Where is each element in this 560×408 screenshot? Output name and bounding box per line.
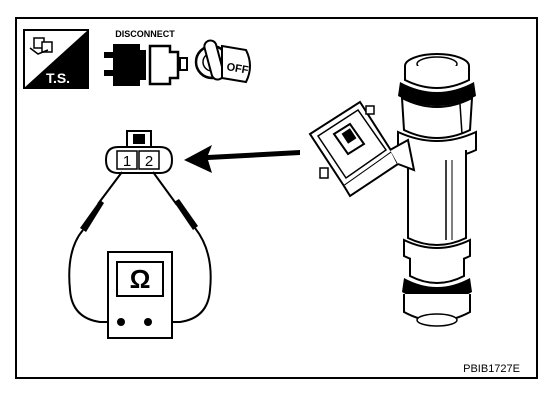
direction-arrow <box>184 145 300 173</box>
probe-left <box>68 171 123 323</box>
meter-terminal-right <box>144 318 152 326</box>
ts-icon: T.S. <box>23 29 89 89</box>
fuel-injector <box>308 53 477 327</box>
meter-terminal-left <box>117 318 125 326</box>
ignition-off-icon: OFF <box>194 39 251 84</box>
ohmmeter: Ω <box>107 251 173 339</box>
ignition-off-label: OFF <box>226 61 250 77</box>
disconnect-label: DISCONNECT <box>115 29 175 39</box>
terminal-2-label: 2 <box>145 153 153 170</box>
injector-connector <box>308 100 416 198</box>
ts-badge-label: T.S. <box>46 70 70 86</box>
figure-code: PBIB1727E <box>463 363 520 375</box>
disconnect-icon: DISCONNECT <box>104 29 188 86</box>
ohm-symbol: Ω <box>130 264 151 294</box>
probe-right <box>150 171 212 323</box>
terminal-1-label: 1 <box>123 153 131 170</box>
connector-terminal-view: 1 2 <box>104 130 174 174</box>
